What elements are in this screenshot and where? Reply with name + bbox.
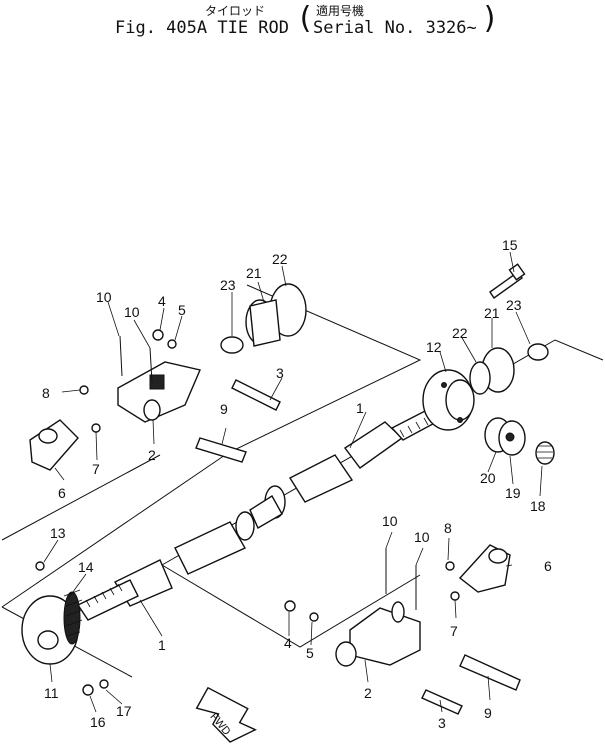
callout-16: 16 bbox=[90, 714, 106, 730]
yoke-lower bbox=[458, 544, 511, 593]
leader-lines bbox=[43, 251, 543, 713]
title-english: Fig. 405A TIE ROD bbox=[115, 18, 289, 38]
callout-8-lower: 8 bbox=[444, 520, 452, 536]
bracket-upper bbox=[117, 361, 201, 423]
yoke-upper bbox=[29, 419, 79, 471]
ball-joint-center bbox=[235, 485, 286, 541]
callout-22-upper: 22 bbox=[272, 251, 288, 267]
callout-23-right: 23 bbox=[506, 297, 522, 313]
callout-1-lower: 1 bbox=[158, 637, 166, 653]
callout-2-upper: 2 bbox=[148, 447, 156, 463]
cotter-pins bbox=[119, 335, 417, 610]
callout-10-a: 10 bbox=[96, 289, 112, 305]
callout-7-upper: 7 bbox=[92, 461, 100, 477]
open-paren: ( bbox=[296, 1, 315, 36]
callout-4-lower: 4 bbox=[284, 635, 292, 651]
callout-10-d: 10 bbox=[414, 529, 430, 545]
close-paren: ) bbox=[481, 1, 500, 36]
callout-6-upper: 6 bbox=[58, 485, 66, 501]
rod-end-housing-right bbox=[422, 369, 475, 431]
serial-number: Serial No. 3326~ bbox=[313, 18, 477, 38]
callout-1-upper: 1 bbox=[356, 400, 364, 416]
seal-assembly-upper bbox=[220, 283, 307, 354]
callout-3-upper: 3 bbox=[276, 365, 284, 381]
callout-12: 12 bbox=[426, 339, 442, 355]
bolt-15 bbox=[489, 263, 526, 299]
serial-japanese: 適用号機 bbox=[316, 4, 365, 18]
assembly-outline bbox=[1, 284, 604, 678]
callout-15: 15 bbox=[502, 237, 518, 253]
callout-7-lower: 7 bbox=[450, 623, 458, 639]
callout-labels: 1 1 2 2 3 3 4 4 5 5 6 6 7 7 8 8 9 9 10 1… bbox=[42, 237, 552, 731]
callout-18: 18 bbox=[530, 498, 546, 514]
callout-13: 13 bbox=[50, 525, 66, 541]
callout-9-lower: 9 bbox=[484, 705, 492, 721]
callout-14: 14 bbox=[78, 559, 94, 575]
callout-8-upper: 8 bbox=[42, 385, 50, 401]
callout-4-upper: 4 bbox=[158, 293, 166, 309]
callout-11: 11 bbox=[44, 685, 59, 701]
callout-9-upper: 9 bbox=[220, 401, 228, 417]
callout-5-upper: 5 bbox=[178, 302, 186, 318]
bracket-lower bbox=[335, 601, 421, 667]
callout-19: 19 bbox=[505, 485, 521, 501]
callout-2-lower: 2 bbox=[364, 685, 372, 701]
callout-23-upper: 23 bbox=[220, 277, 236, 293]
callout-6-lower: 6 bbox=[544, 558, 552, 574]
bolt-lower bbox=[421, 689, 463, 715]
pin-lower bbox=[459, 654, 521, 691]
callout-17: 17 bbox=[116, 703, 132, 719]
tie-rod-lower bbox=[76, 521, 246, 621]
callout-10-c: 10 bbox=[382, 513, 398, 529]
forward-direction-arrow: FWD bbox=[195, 686, 257, 743]
rod-end-housing-left bbox=[21, 589, 83, 665]
bolt-upper bbox=[231, 379, 281, 411]
callout-20: 20 bbox=[480, 470, 496, 486]
callout-10-b: 10 bbox=[124, 304, 140, 320]
pin-upper bbox=[195, 437, 247, 463]
callout-21-right: 21 bbox=[484, 305, 500, 321]
callout-21-upper: 21 bbox=[246, 265, 262, 281]
callout-3-lower: 3 bbox=[438, 715, 446, 731]
callout-22-right: 22 bbox=[452, 325, 468, 341]
callout-5-lower: 5 bbox=[306, 645, 314, 661]
seal-assembly-right bbox=[469, 343, 555, 465]
title-japanese: タイロッド bbox=[205, 4, 266, 18]
